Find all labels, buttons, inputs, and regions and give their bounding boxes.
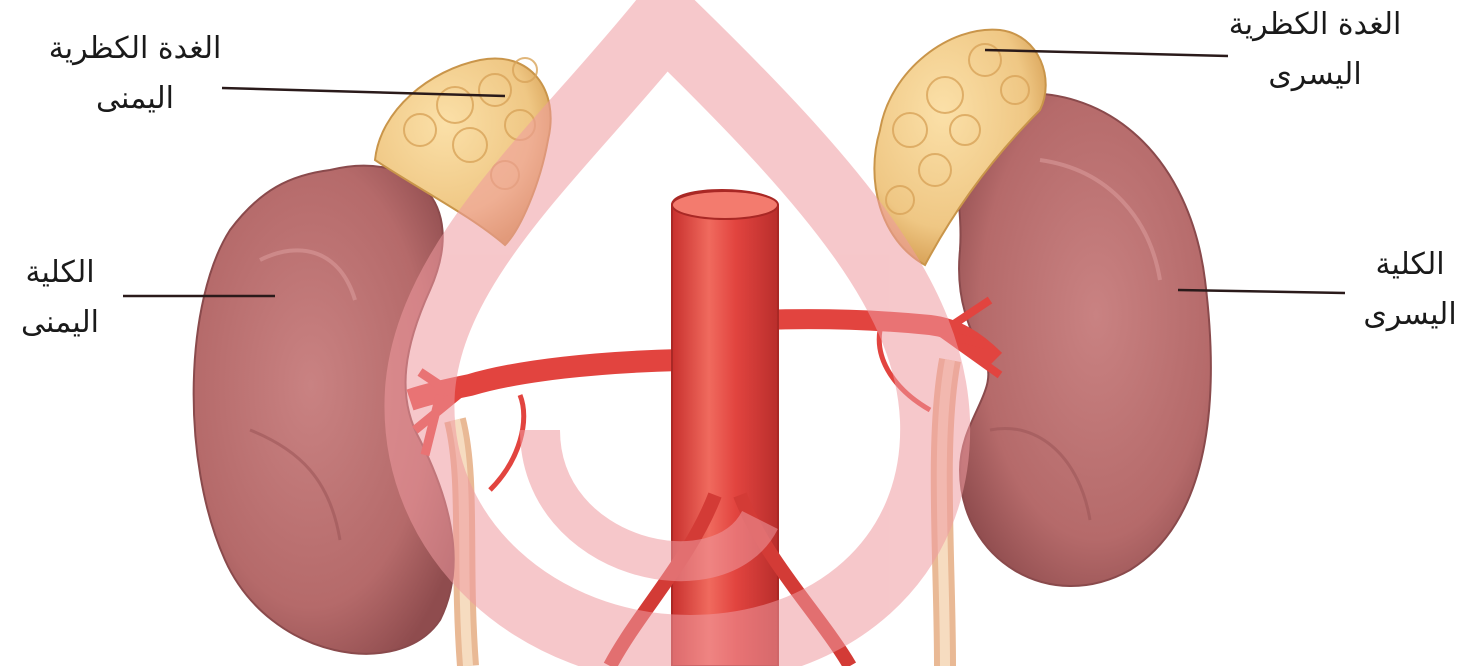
- left-kidney: [956, 93, 1211, 586]
- label-right-kidney: الكلية اليمنى: [0, 248, 120, 348]
- label-right-adrenal-line2: اليمنى: [20, 74, 250, 124]
- label-right-kidney-line2: اليمنى: [0, 298, 120, 348]
- label-left-adrenal-line1: الغدة الكظرية: [1200, 0, 1430, 50]
- label-right-adrenal-gland: الغدة الكظرية اليمنى: [20, 24, 250, 124]
- aorta: [672, 190, 778, 666]
- label-right-adrenal-line1: الغدة الكظرية: [20, 24, 250, 74]
- label-left-kidney-line2: اليسرى: [1345, 290, 1475, 340]
- label-left-kidney: الكلية اليسرى: [1345, 240, 1475, 340]
- label-left-adrenal-gland: الغدة الكظرية اليسرى: [1200, 0, 1430, 100]
- label-left-adrenal-line2: اليسرى: [1200, 50, 1430, 100]
- label-left-kidney-line1: الكلية: [1345, 240, 1475, 290]
- label-right-kidney-line1: الكلية: [0, 248, 120, 298]
